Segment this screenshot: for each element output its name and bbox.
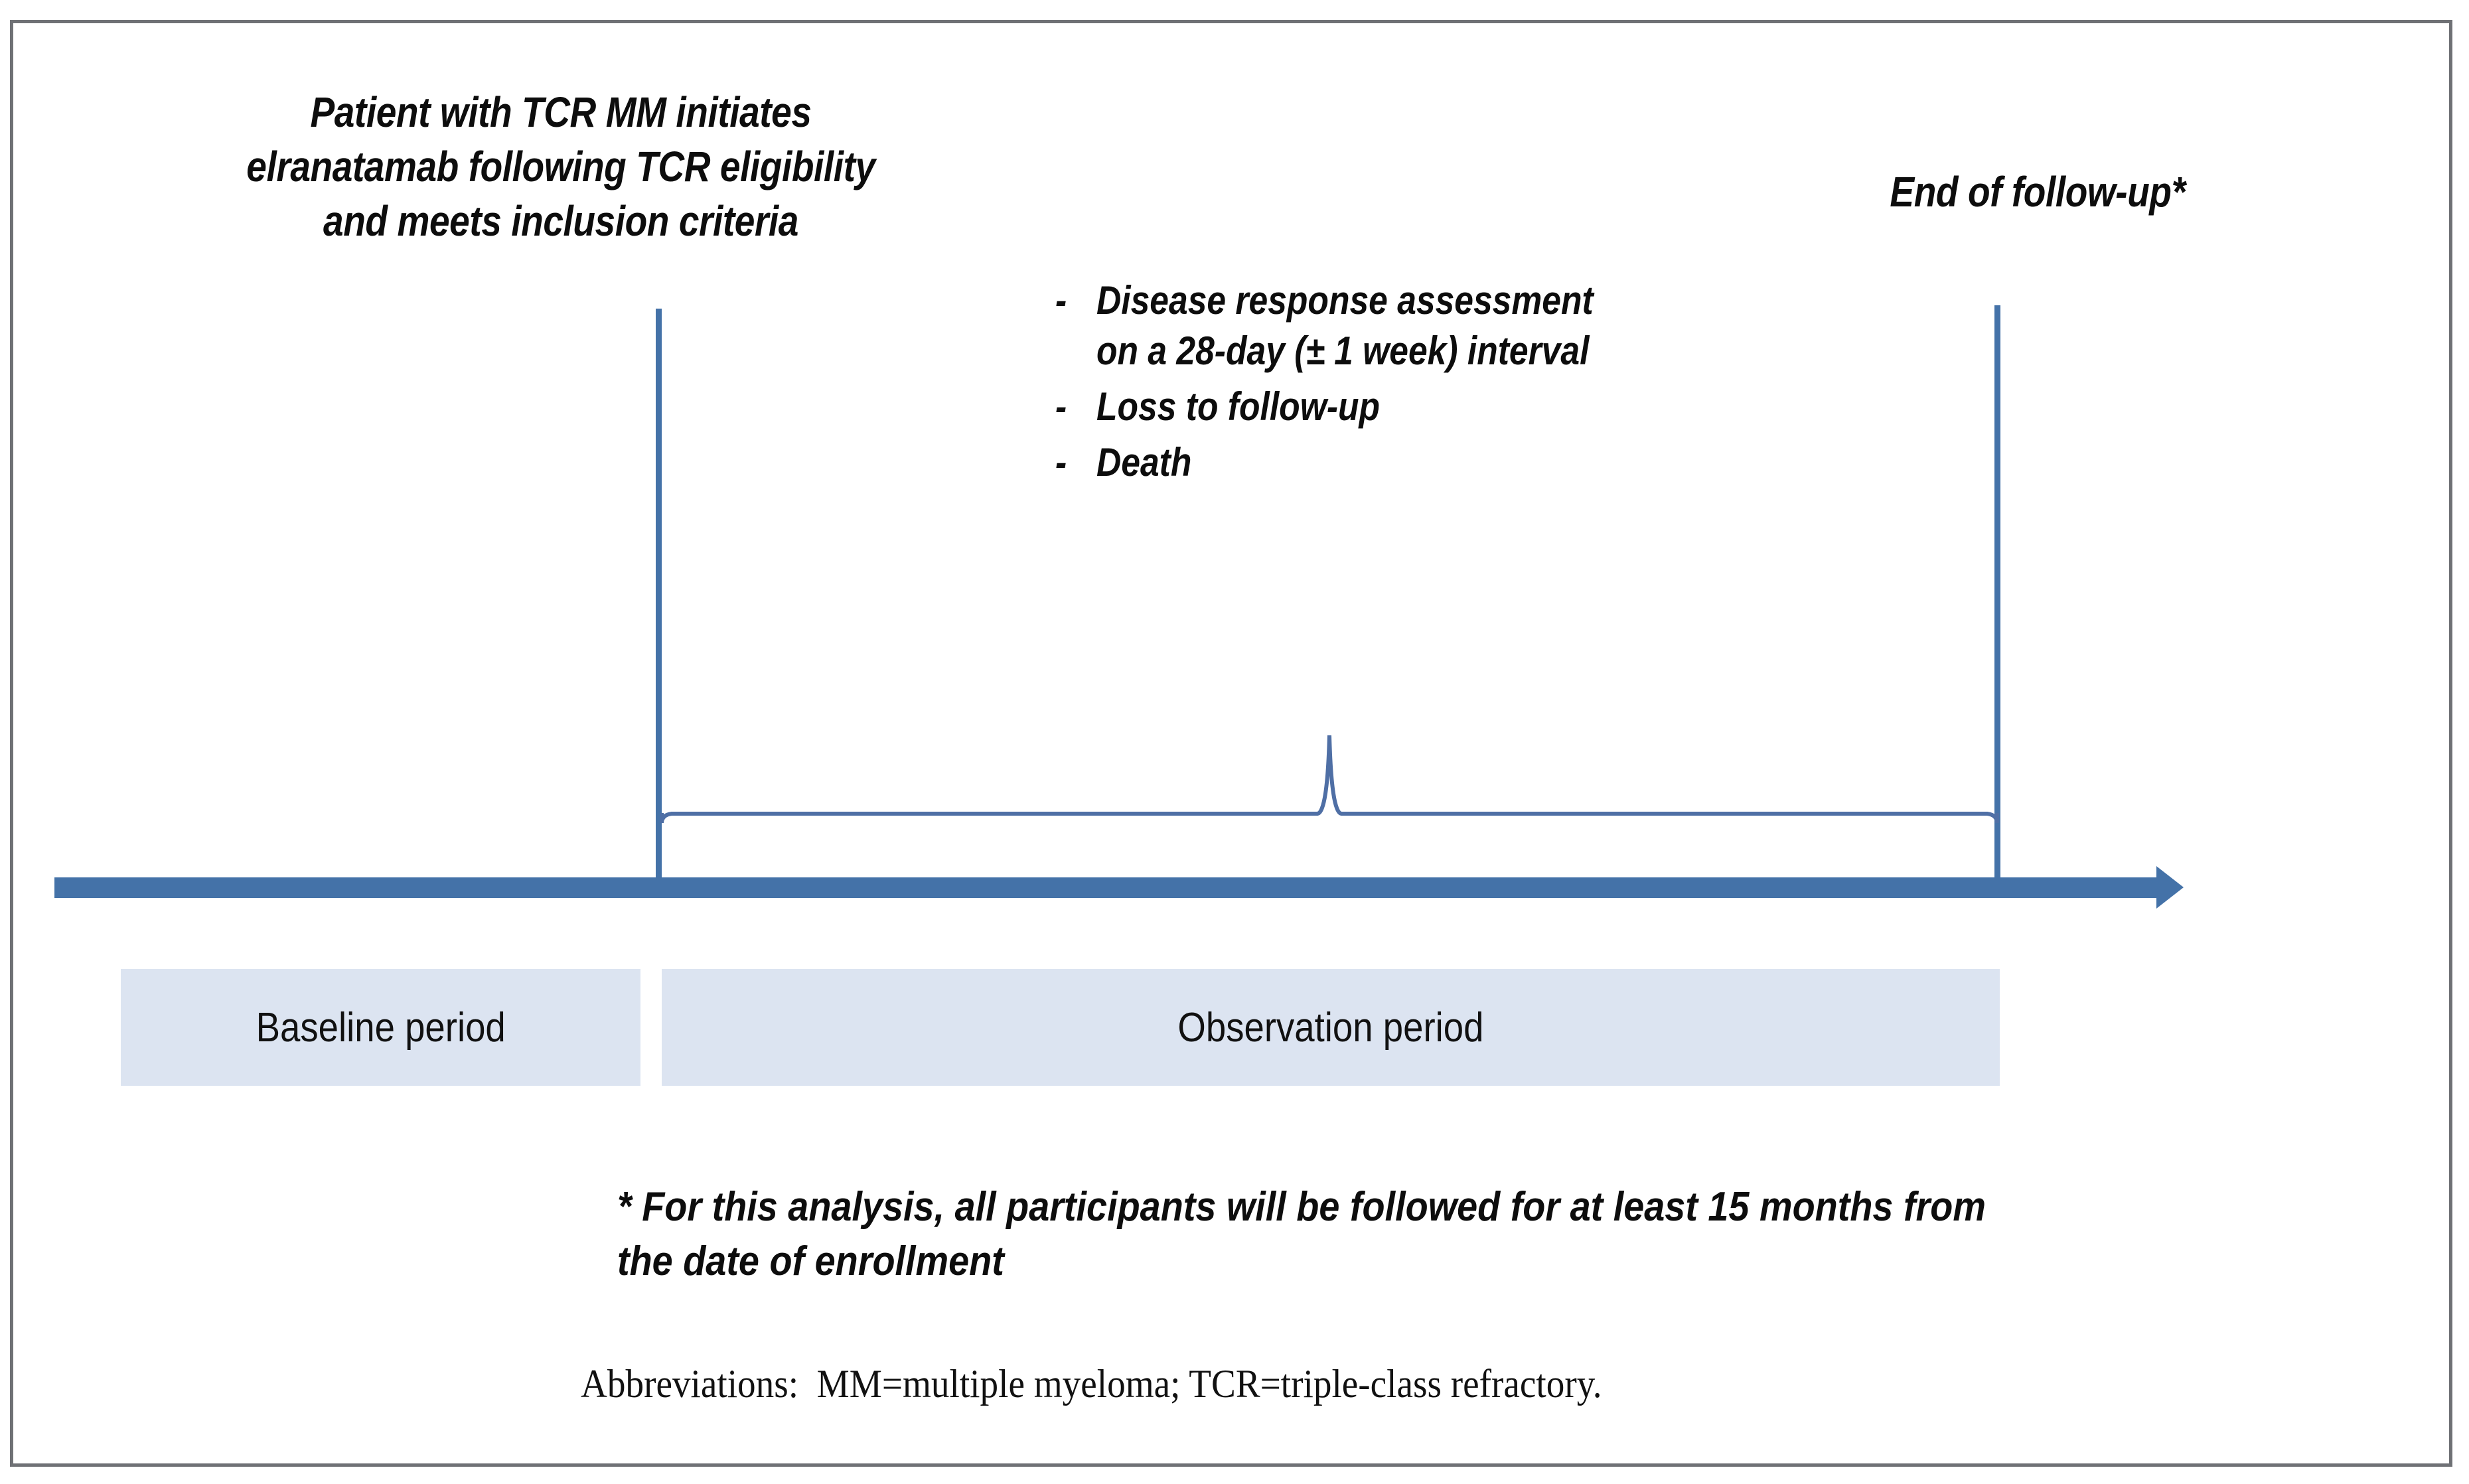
observation-period-bar: Observation period [662, 969, 2000, 1086]
list-item-label: Loss to follow-up [1096, 384, 1381, 429]
baseline-period-bar: Baseline period [121, 969, 640, 1086]
list-item: - Death [1055, 437, 1938, 488]
bullet-dash-icon: - [1055, 440, 1067, 484]
abbreviations-text: Abbreviations: MM=multiple myeloma; TCR=… [581, 1362, 1602, 1406]
list-item-label: Disease response assessment on a 28-day … [1096, 278, 1594, 373]
observation-period-label: Observation period [1177, 1004, 1484, 1051]
footnote-text: * For this analysis, all participants wi… [617, 1184, 1986, 1284]
observation-events-list: - Disease response assessment on a 28-da… [1055, 275, 1938, 493]
list-item-label: Death [1096, 440, 1192, 484]
baseline-period-label: Baseline period [256, 1004, 506, 1051]
bullet-dash-icon: - [1055, 278, 1067, 323]
list-item: - Loss to follow-up [1055, 382, 1938, 432]
start-event-label: Patient with TCR MM initiates elranatama… [246, 88, 875, 245]
bullet-dash-icon: - [1055, 384, 1067, 429]
end-event-label: End of follow-up* [1890, 168, 2186, 216]
list-item: - Disease response assessment on a 28-da… [1055, 275, 1938, 376]
